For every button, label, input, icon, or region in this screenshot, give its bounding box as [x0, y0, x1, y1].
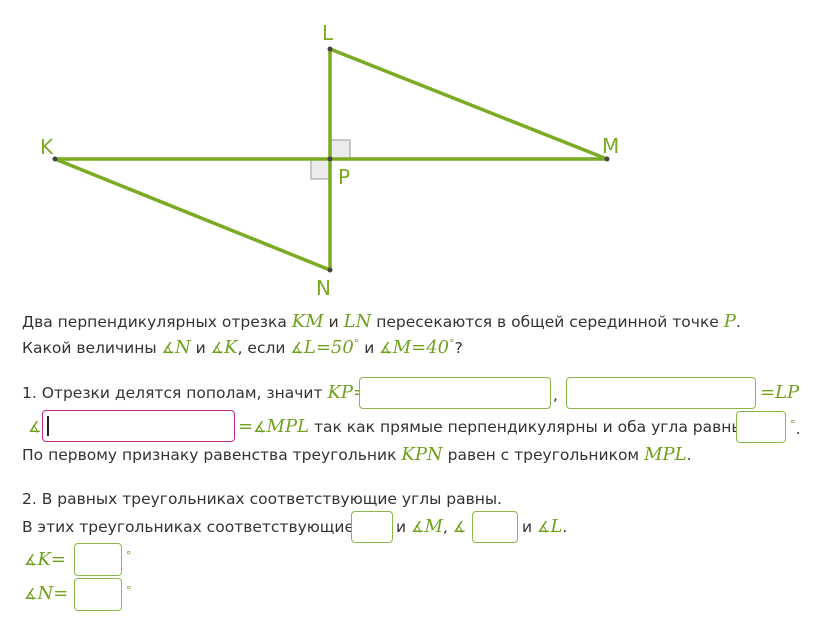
kp-equals: KP=	[327, 382, 369, 403]
and-text: и	[359, 339, 380, 358]
angle-icon: ∡	[452, 518, 467, 536]
corresponding-angle-input-1[interactable]	[351, 511, 393, 543]
n-equals: ∡N=	[24, 579, 68, 609]
point-K	[52, 156, 58, 162]
label-N: N	[316, 276, 331, 300]
angle-K-label: K	[224, 337, 238, 359]
question-mark: ?	[454, 339, 463, 358]
label-L: L	[322, 21, 334, 45]
angle-N-input[interactable]	[74, 578, 122, 611]
angle-K-input[interactable]	[74, 543, 122, 576]
problem-text: Два перпендикулярных отрезка	[22, 313, 292, 331]
and-text: и	[323, 313, 344, 331]
point-P	[327, 156, 333, 162]
comma-text: ,	[442, 518, 453, 536]
problem-line-2: Какой величины ∡N и ∡K, если ∡L=50° и ∡M…	[22, 329, 463, 359]
dot-text: .	[562, 518, 568, 536]
n-degree: °	[126, 576, 132, 606]
problem-line-1: Два перпендикулярных отрезка KM и LN пер…	[22, 307, 741, 337]
kpn-label: KPN	[401, 444, 443, 465]
angle-icon: ∡	[411, 518, 425, 536]
step2-line-2: В этих треугольниках соответствующие ∡	[22, 512, 372, 542]
label-M: M	[602, 134, 619, 158]
dot-text: .	[795, 420, 801, 439]
step1-text: так как прямые перпендикулярны и оба угл…	[309, 418, 744, 436]
degree-symbol: °	[790, 418, 796, 431]
degree-symbol: °	[353, 337, 360, 350]
angle-N-label: N	[174, 337, 191, 359]
point-N	[327, 267, 333, 273]
label-K: K	[40, 135, 54, 159]
dot-text: .	[686, 446, 692, 464]
degree-symbol: °	[126, 549, 132, 562]
angle-icon: ∡	[253, 418, 267, 436]
point-L	[327, 46, 333, 52]
step1-line-2: =∡MPL так как прямые перпендикулярны и о…	[238, 412, 744, 442]
angle-icon: ∡	[28, 418, 42, 436]
angle-N-equals: N=	[37, 583, 69, 604]
step1-text: 1. Отрезки делятся пополам, значит	[22, 384, 328, 402]
equals-sign: =	[238, 416, 254, 437]
equals-lp: =LP	[760, 378, 799, 408]
angle-K-equals: K=	[37, 549, 66, 570]
problem-text: пересекаются в общей серединной точке	[371, 313, 724, 331]
segment-KN	[53, 157, 332, 272]
point-M	[604, 156, 610, 162]
step1-line-3: По первому признаку равенства треугольни…	[22, 440, 692, 470]
step1-text: По первому признаку равенства треугольни…	[22, 446, 402, 464]
degree-input[interactable]	[736, 411, 786, 443]
and-text: и	[522, 518, 538, 536]
angle-prefix: ∡	[28, 412, 41, 442]
geometry-diagram: L K M P N	[40, 21, 619, 300]
right-angle-mark-lower	[310, 159, 331, 180]
right-angle-mark-upper	[330, 139, 351, 160]
angle-input[interactable]	[42, 410, 235, 442]
step2-text: В этих треугольниках соответствующие	[22, 518, 359, 536]
degree-dot: °.	[790, 410, 800, 440]
and-text: и	[396, 518, 412, 536]
mpl-label: MPL	[266, 416, 310, 437]
segment-LN-label: LN	[343, 311, 372, 332]
segment-KM-label: KM	[291, 311, 324, 332]
degree-symbol: °	[126, 584, 132, 597]
label-P: P	[338, 165, 350, 189]
angle-icon: ∡	[210, 339, 225, 358]
angle-M-value: M=40	[392, 337, 450, 359]
step2-text: 2. В равных треугольниках соответствующи…	[22, 490, 503, 508]
lp-label: =LP	[760, 382, 800, 403]
angle-icon: ∡	[537, 518, 551, 536]
dot-text: .	[735, 313, 741, 331]
step2-and-m: и ∡M, ∡	[396, 512, 466, 542]
angle-icon: ∡	[24, 585, 38, 603]
angle-icon: ∡	[161, 339, 175, 358]
k-degree: °	[126, 541, 132, 571]
angle-icon: ∡	[290, 339, 304, 358]
lp-input[interactable]	[566, 377, 756, 409]
degree-symbol: °	[449, 337, 455, 350]
and-text: и	[190, 339, 211, 358]
k-equals: ∡K=	[24, 545, 66, 575]
step2-line-1: 2. В равных треугольниках соответствующи…	[22, 484, 502, 514]
point-P-label: P	[723, 311, 736, 332]
angle-L-label: L	[550, 516, 563, 537]
step1-line-1: 1. Отрезки делятся пополам, значит KP=	[22, 378, 368, 408]
text-cursor	[47, 416, 49, 436]
angle-icon: ∡	[379, 339, 393, 358]
problem-text: Какой величины	[22, 339, 162, 358]
comma-text: ,	[553, 386, 558, 404]
corresponding-angle-input-2[interactable]	[472, 511, 518, 543]
problem-text: , если	[237, 339, 291, 358]
step2-and-l: и ∡L.	[522, 512, 567, 542]
angle-icon: ∡	[24, 551, 38, 569]
angle-L-value: L=50	[303, 337, 354, 359]
angle-M-label: M	[424, 516, 443, 537]
kp-input[interactable]	[359, 377, 551, 409]
step1-text: равен с треугольником	[442, 446, 645, 464]
segment-LM	[328, 47, 609, 161]
mpl-label: MPL	[644, 444, 687, 465]
